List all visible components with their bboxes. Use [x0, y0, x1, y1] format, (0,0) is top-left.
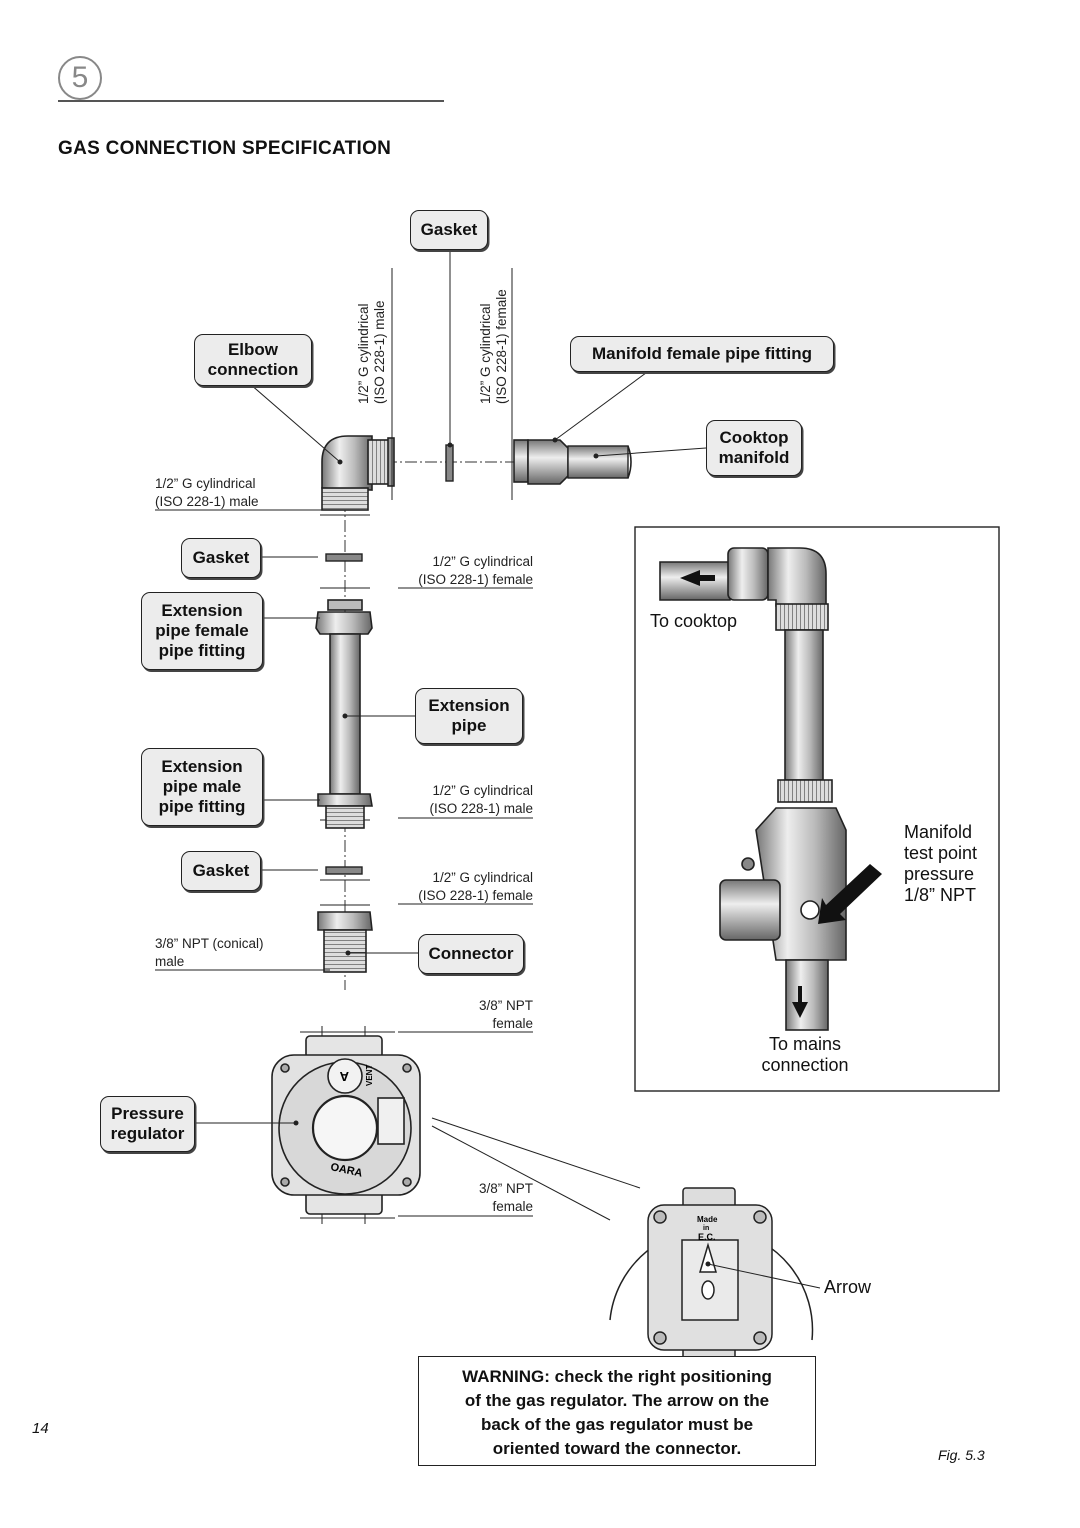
- to-cooktop-label: To cooktop: [650, 611, 738, 631]
- cooktop-line1: Cooktop: [719, 428, 789, 447]
- npt-female-top-spec: 3/8” NPT female: [433, 997, 533, 1033]
- ext-pipe-line1: Extension: [428, 696, 510, 715]
- ext-male-line1: Extension: [161, 757, 243, 776]
- arrow-label: Arrow: [824, 1277, 872, 1297]
- ext-female-line2: pipe female: [155, 621, 249, 640]
- vert-spec-male: 1/2” G cylindrical (ISO 228-1) male: [356, 300, 388, 404]
- figure-number: Fig. 5.3: [938, 1447, 985, 1463]
- mid-gasket-shape: [325, 553, 363, 562]
- npt-male-line1: 3/8” NPT (conical): [155, 936, 264, 951]
- ext-pipe-line2: pipe: [451, 716, 487, 735]
- pressure-regulator-front: [271, 1035, 421, 1215]
- ext-female-callout: Extension pipe female pipe fitting: [141, 592, 263, 670]
- back-in: in: [703, 1225, 709, 1232]
- cooktop-line2: manifold: [718, 448, 790, 467]
- ext-female-line1: Extension: [161, 601, 243, 620]
- back-made: Made: [697, 1215, 718, 1224]
- npt-female-bottom-spec: 3/8” NPT female: [433, 1180, 533, 1216]
- vert-male-line2: (ISO 228-1) male: [372, 300, 387, 404]
- pressure-regulator-callout: Pressure regulator: [100, 1096, 195, 1152]
- manifold-line3: pressure: [904, 864, 975, 884]
- arrow-leader: [707, 1263, 821, 1289]
- manifold-line2: test point: [904, 843, 978, 863]
- low-gasket-shape: [325, 866, 363, 875]
- pressure-line2: regulator: [110, 1124, 185, 1143]
- back-ec: E.C.: [698, 1232, 716, 1242]
- cooktop-manifold-callout: Cooktop manifold: [706, 420, 802, 476]
- ext-male-spec: 1/2” G cylindrical (ISO 228-1) male: [393, 782, 533, 818]
- connector-shape: [317, 911, 373, 973]
- vert-female-line2: (ISO 228-1) female: [494, 289, 509, 404]
- npt-female-bottom-line1: 3/8” NPT: [478, 1181, 533, 1196]
- gasket-mid-callout: Gasket: [181, 538, 261, 578]
- inset-arrows: [680, 570, 882, 1018]
- leader-lines: [155, 250, 707, 1221]
- connector-callout: Connector: [418, 934, 524, 974]
- elbow-male-line1: 1/2” G cylindrical: [155, 476, 256, 491]
- elbow-connection: [321, 435, 395, 511]
- pressure-line1: Pressure: [111, 1104, 184, 1123]
- vent-label: VENT: [365, 1065, 374, 1086]
- low-female-line1: 1/2” G cylindrical: [432, 870, 533, 885]
- low-female-line2: (ISO 228-1) female: [418, 888, 533, 903]
- vert-male-line1: 1/2” G cylindrical: [356, 303, 371, 404]
- manifold-line4: 1/8” NPT: [904, 885, 977, 905]
- regulator-a-mark: A: [339, 1069, 349, 1084]
- gasket-mid-label: Gasket: [192, 548, 250, 567]
- section-number: 5: [58, 56, 102, 100]
- ext-male-spec-line1: 1/2” G cylindrical: [432, 783, 533, 798]
- gasket-female-spec: 1/2” G cylindrical (ISO 228-1) female: [393, 553, 533, 589]
- manifold-female-label: Manifold female pipe fitting: [591, 344, 813, 363]
- elbow-male-spec: 1/2” G cylindrical (ISO 228-1) male: [155, 475, 259, 511]
- to-mains-line1: To mains: [768, 1034, 842, 1054]
- ext-male-callout: Extension pipe male pipe fitting: [141, 748, 263, 826]
- elbow-callout: Elbow connection: [194, 334, 312, 386]
- npt-female-top-line2: female: [492, 1016, 533, 1031]
- ext-male-line3: pipe fitting: [158, 797, 246, 816]
- elbow-line1: Elbow: [227, 340, 279, 359]
- warning-line3: back of the gas regulator must be: [480, 1415, 754, 1434]
- gasket-top-callout: Gasket: [410, 210, 488, 250]
- ext-male-spec-line2: (ISO 228-1) male: [429, 801, 533, 816]
- gasket-female-line1: 1/2” G cylindrical: [432, 554, 533, 569]
- regulator-back-magnifier: [609, 1187, 814, 1369]
- manifold-test-point-label: Manifold test point pressure 1/8” NPT: [904, 822, 977, 906]
- inset-assembly: [659, 547, 847, 1031]
- page-title: GAS CONNECTION SPECIFICATION: [58, 138, 392, 159]
- gasket-female-line2: (ISO 228-1) female: [418, 572, 533, 587]
- warning-line4: oriented toward the connector.: [492, 1439, 742, 1458]
- ext-female-line3: pipe fitting: [158, 641, 246, 660]
- npt-female-top-line1: 3/8” NPT: [478, 998, 533, 1013]
- warning-box: WARNING: check the right positioning of …: [418, 1356, 816, 1466]
- manifold-line1: Manifold: [904, 822, 973, 842]
- leader-dots: [293, 437, 599, 1126]
- gasket-low-label: Gasket: [192, 861, 250, 880]
- to-mains-line2: connection: [761, 1055, 849, 1075]
- elbow-line2: connection: [207, 360, 299, 379]
- connector-label: Connector: [428, 944, 514, 963]
- ext-pipe-callout: Extension pipe: [415, 688, 523, 744]
- npt-male-line2: male: [155, 954, 185, 969]
- top-gasket-shape: [445, 444, 454, 482]
- low-female-spec: 1/2” G cylindrical (ISO 228-1) female: [393, 869, 533, 905]
- elbow-male-line2: (ISO 228-1) male: [155, 494, 259, 509]
- vert-female-line1: 1/2” G cylindrical: [478, 303, 493, 404]
- header-rule: [58, 100, 444, 102]
- warning-line2: of the gas regulator. The arrow on the: [464, 1391, 770, 1410]
- to-mains-label: To mains connection: [740, 1034, 870, 1076]
- manifold-female-fitting: [513, 439, 632, 485]
- manifold-female-callout: Manifold female pipe fitting: [570, 336, 834, 372]
- extension-male-fitting: [317, 793, 373, 829]
- ext-male-line2: pipe male: [162, 777, 242, 796]
- extension-female-fitting: [315, 599, 373, 635]
- gasket-top-label: Gasket: [420, 220, 478, 239]
- warning-line1: WARNING: check the right positioning: [462, 1367, 772, 1386]
- npt-female-bottom-line2: female: [492, 1199, 533, 1214]
- inset-frame: [634, 526, 1000, 1092]
- page-number: 14: [32, 1420, 49, 1437]
- npt-male-spec: 3/8” NPT (conical) male: [155, 935, 264, 971]
- gasket-low-callout: Gasket: [181, 851, 261, 891]
- vert-spec-female: 1/2” G cylindrical (ISO 228-1) female: [478, 289, 510, 404]
